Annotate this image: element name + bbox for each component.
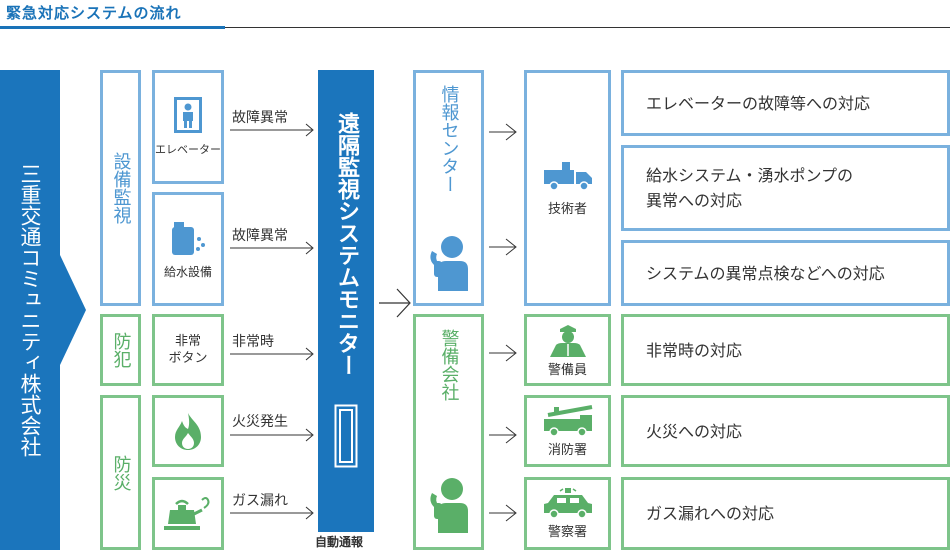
- auto-report-label: 自動通報: [315, 535, 364, 549]
- elevator-icon: [174, 97, 202, 133]
- response-elevator-text: エレベーターの故障等への対応: [646, 93, 871, 113]
- category-disaster: 防災: [100, 395, 141, 550]
- device-emergency-button-label: 非常 ボタン: [168, 334, 208, 366]
- actor-police-label: 警察署: [547, 525, 587, 540]
- response-system: システムの異常点検などへの対応: [621, 240, 950, 306]
- response-fire: 火災への対応: [621, 395, 950, 467]
- water-tank-icon: [172, 221, 205, 255]
- response-water-text: 給水システム・湧水ポンプの 異常への対応: [646, 166, 854, 210]
- device-fire: [152, 395, 224, 467]
- fire-truck-icon: [543, 404, 592, 437]
- category-facility: 設備監視: [100, 70, 141, 306]
- response-emergency-text: 非常時の対応: [646, 340, 743, 360]
- guard-icon: [549, 324, 586, 357]
- device-elevator-label: エレベーター: [155, 143, 221, 156]
- response-fire-text: 火災への対応: [646, 421, 743, 441]
- actor-technician-label: 技術者: [547, 201, 587, 217]
- device-gas: [152, 477, 224, 550]
- security-company-label-wrap: 警備会社: [416, 329, 481, 469]
- category-disaster-label: 防災: [110, 454, 132, 491]
- center-arrow-2: [489, 238, 517, 256]
- police-car-icon: [543, 488, 592, 519]
- response-system-text: システムの異常点検などへの対応: [646, 263, 885, 283]
- flow-arrow-2: [230, 241, 314, 255]
- response-gas-text: ガス漏れへの対応: [646, 504, 775, 523]
- flow-label-1: 故障異常: [232, 110, 288, 126]
- company-name: 三重交通コミュニティ株式会社: [18, 163, 42, 457]
- gas-kettle-icon: [164, 496, 210, 530]
- response-elevator: エレベーターの故障等への対応: [621, 70, 950, 136]
- response-water: 給水システム・湧水ポンプの 異常への対応: [621, 145, 950, 231]
- category-crime-label: 防犯: [110, 332, 132, 368]
- category-crime: 防犯: [100, 314, 141, 386]
- monitor-arrow-icon: [379, 288, 411, 318]
- monitor-title: 遠隔監視システムモニター: [334, 112, 359, 376]
- center-arrow-5: [489, 504, 517, 522]
- operator-icon: [430, 236, 468, 291]
- response-gas: ガス漏れへの対応: [621, 477, 950, 550]
- monitor-screen-icon: [334, 404, 358, 468]
- device-water: 給水設備: [152, 192, 224, 306]
- device-elevator: エレベーター: [152, 70, 224, 184]
- flow-label-5: ガス漏れ: [232, 493, 288, 509]
- flow-label-3: 非常時: [232, 334, 274, 350]
- category-facility-label: 設備監視: [110, 152, 132, 224]
- actor-guard: 警備員: [524, 314, 611, 386]
- actor-technician: 技術者: [524, 70, 611, 306]
- security-company-box: 警備会社: [413, 314, 484, 550]
- info-center-label: 情報センター: [438, 85, 460, 193]
- actor-guard-label: 警備員: [547, 362, 587, 378]
- flame-icon: [175, 413, 201, 450]
- device-emergency-button: 非常 ボタン: [152, 314, 224, 386]
- center-arrow-3: [489, 344, 517, 362]
- flow-arrow-3: [230, 347, 314, 361]
- company-box: 三重交通コミュニティ株式会社: [0, 70, 60, 550]
- actor-police: 警察署: [524, 477, 611, 550]
- flow-arrow-5: [230, 506, 314, 520]
- flow-label-2: 故障異常: [232, 228, 288, 244]
- device-water-label: 給水設備: [163, 264, 212, 279]
- center-arrow-4: [489, 426, 517, 444]
- title-accent: [0, 26, 225, 29]
- flow-arrow-4: [230, 428, 314, 442]
- company-arrow-icon: [60, 255, 86, 365]
- center-arrow-1: [489, 123, 517, 141]
- page-title: 緊急対応システムの流れ: [6, 4, 182, 22]
- monitor-title-wrap: 遠隔監視システムモニター: [318, 112, 374, 402]
- security-operator-icon: [430, 478, 468, 533]
- actor-fire-station: 消防署: [524, 395, 611, 467]
- actor-fire-station-label: 消防署: [547, 442, 587, 458]
- info-center-label-wrap: 情報センター: [416, 85, 481, 225]
- flow-arrow-1: [230, 123, 314, 137]
- info-center-box: 情報センター: [413, 70, 484, 306]
- monitor-box: [318, 70, 374, 532]
- flow-label-4: 火災発生: [232, 414, 288, 430]
- security-company-label: 警備会社: [438, 329, 460, 401]
- response-emergency: 非常時の対応: [621, 314, 950, 386]
- title-divider: [0, 27, 950, 28]
- truck-icon: [543, 161, 592, 190]
